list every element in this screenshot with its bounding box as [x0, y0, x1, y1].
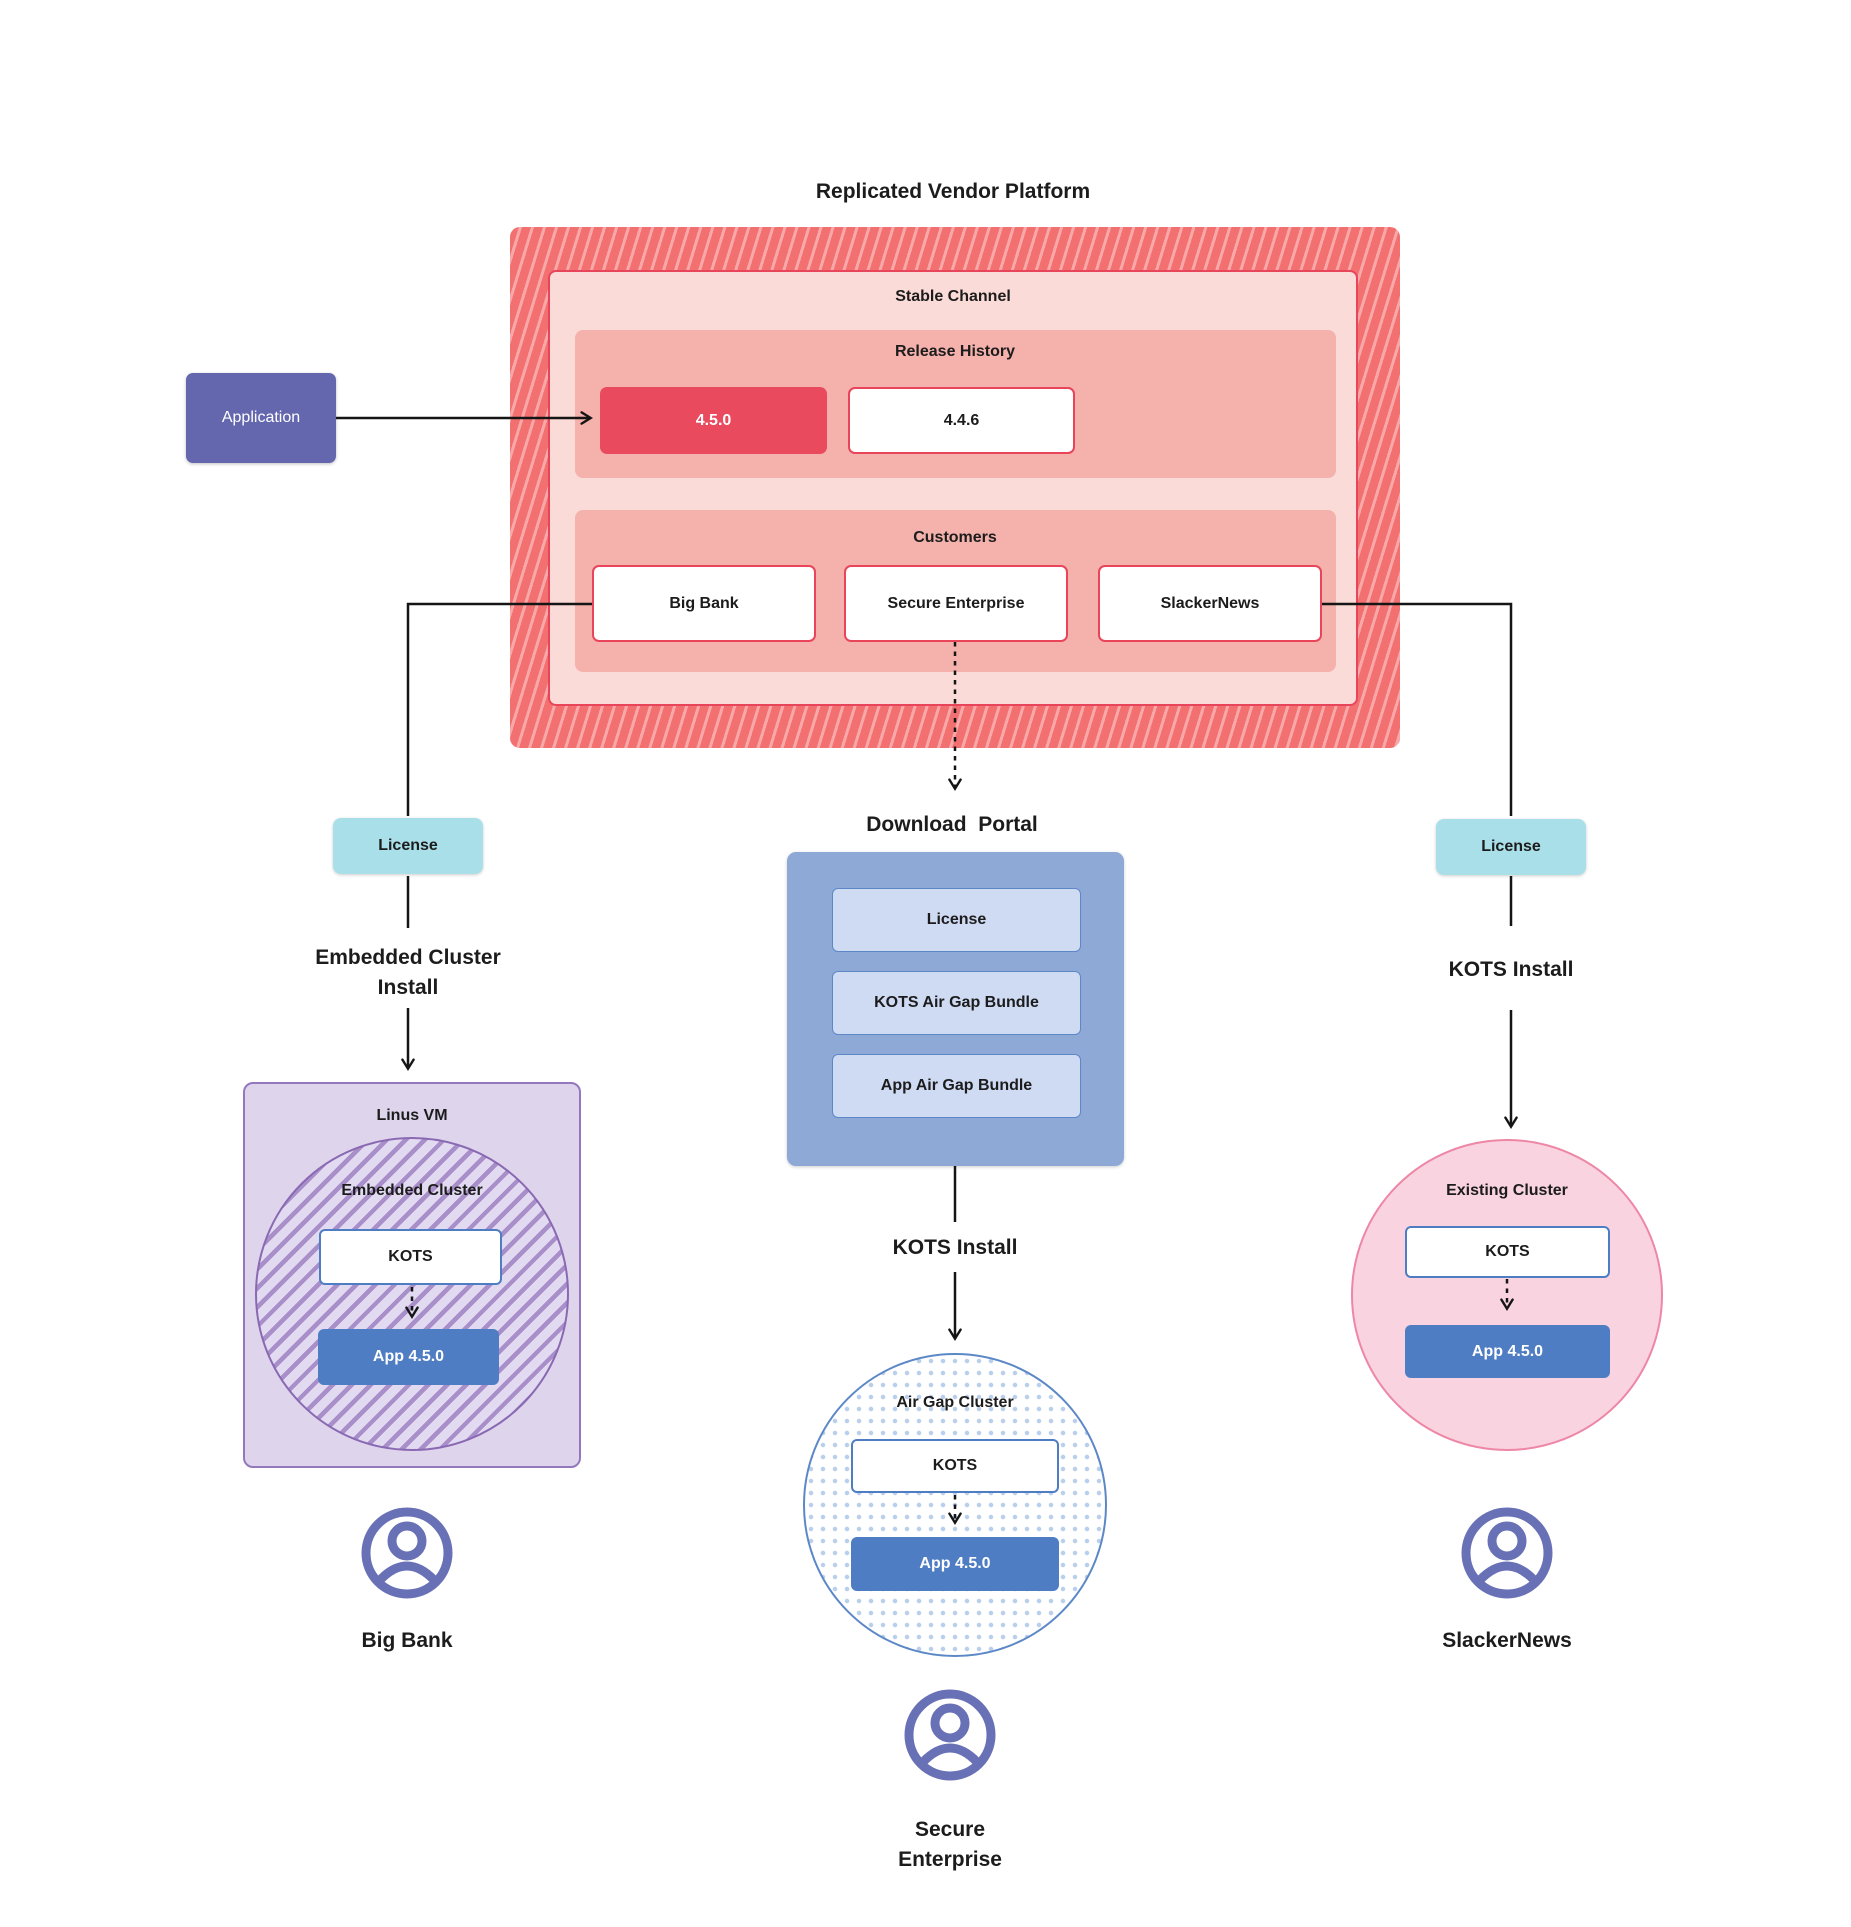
license-label: License	[1481, 838, 1541, 855]
license-box-right: License	[1436, 819, 1586, 875]
release-version-label: 4.4.6	[943, 411, 980, 429]
release-4-4-6: 4.4.6	[848, 387, 1075, 454]
app-version-label: App 4.5.0	[372, 1348, 445, 1365]
portal-item-kots-airgap-bundle: KOTS Air Gap Bundle	[832, 971, 1081, 1035]
secure-enterprise-user-label-line2: Enterprise	[898, 1848, 1002, 1871]
embedded-cluster-install-label-line2: Install	[377, 976, 439, 999]
kots-box-embedded: KOTS	[319, 1229, 502, 1285]
release-version-label: 4.5.0	[695, 411, 732, 429]
customer-label: Big Bank	[669, 594, 739, 612]
user-icon	[1461, 1507, 1553, 1599]
app-version-label: App 4.5.0	[919, 1555, 991, 1572]
customer-secure-enterprise: Secure Enterprise	[844, 565, 1068, 642]
embedded-cluster-label: Embedded Cluster	[341, 1182, 483, 1199]
customer-slackernews: SlackerNews	[1098, 565, 1322, 642]
air-gap-cluster-label: Air Gap Cluster	[896, 1394, 1014, 1411]
portal-item-label: KOTS Air Gap Bundle	[874, 994, 1039, 1011]
kots-label: KOTS	[932, 1457, 978, 1474]
app-box-airgap: App 4.5.0	[851, 1537, 1059, 1591]
customers-label: Customers	[913, 529, 997, 546]
customer-big-bank: Big Bank	[592, 565, 816, 642]
portal-item-license: License	[832, 888, 1081, 952]
kots-label: KOTS	[388, 1248, 433, 1265]
kots-install-label-right: KOTS Install	[1448, 958, 1574, 981]
app-box-embedded: App 4.5.0	[318, 1329, 499, 1385]
user-icon	[361, 1507, 453, 1599]
kots-label: KOTS	[1485, 1243, 1530, 1260]
portal-item-label: App Air Gap Bundle	[880, 1077, 1033, 1094]
diagram-title: Replicated Vendor Platform	[815, 180, 1091, 203]
license-label: License	[378, 837, 438, 854]
application-box: Application	[186, 373, 336, 463]
customer-label: Secure Enterprise	[887, 594, 1025, 612]
secure-enterprise-user-label-line1: Secure	[914, 1818, 986, 1841]
download-portal-label: Download Portal	[866, 813, 1038, 836]
big-bank-user-label: Big Bank	[361, 1629, 453, 1652]
application-label: Application	[221, 409, 301, 426]
stable-channel-label: Stable Channel	[895, 288, 1011, 305]
kots-box-existing: KOTS	[1405, 1226, 1610, 1278]
existing-cluster-label: Existing Cluster	[1446, 1182, 1568, 1199]
slackernews-user-label: SlackerNews	[1442, 1629, 1572, 1652]
app-box-existing: App 4.5.0	[1405, 1325, 1610, 1378]
portal-item-app-airgap-bundle: App Air Gap Bundle	[832, 1054, 1081, 1118]
release-4-5-0: 4.5.0	[600, 387, 827, 454]
embedded-cluster-install-label-line1: Embedded Cluster	[315, 946, 501, 969]
release-history-label: Release History	[894, 343, 1016, 360]
kots-box-airgap: KOTS	[851, 1439, 1059, 1493]
license-box-left: License	[333, 818, 483, 874]
portal-item-label: License	[926, 911, 987, 928]
app-version-label: App 4.5.0	[1471, 1342, 1544, 1360]
user-icon	[904, 1689, 996, 1781]
customer-label: SlackerNews	[1160, 594, 1260, 612]
kots-install-label-center: KOTS Install	[892, 1236, 1018, 1259]
linus-vm-label: Linus VM	[376, 1107, 448, 1124]
